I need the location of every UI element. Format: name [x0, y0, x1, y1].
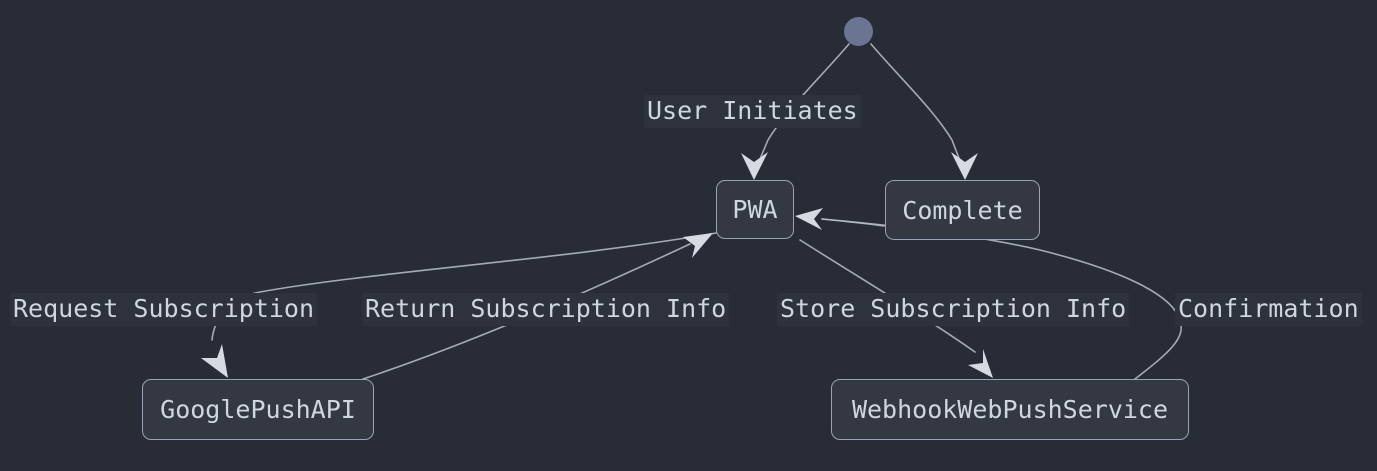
edge-start-to-complete [870, 43, 978, 180]
edge-label-confirmation: Confirmation [1175, 293, 1362, 326]
edge-label-return-subscription-info: Return Subscription Info [362, 293, 730, 326]
edge-path-complete-pwa [821, 218, 885, 227]
arrow-head-pwa-webhook [968, 349, 993, 378]
node-googlepushapi-label: GooglePushAPI [160, 395, 356, 424]
node-complete-label: Complete [902, 195, 1023, 225]
node-complete[interactable]: Complete [885, 180, 1040, 240]
node-webhook-label: WebhookWebPushService [851, 395, 1169, 424]
node-pwa[interactable]: PWA [716, 180, 794, 239]
start-node[interactable] [844, 17, 873, 46]
arrow-head-webhook-pwa [795, 208, 823, 230]
edge-label-request-subscription: Request Subscription [10, 293, 318, 326]
edge-label-store-subscription-info: Store Subscription Info [777, 293, 1130, 326]
node-webhook[interactable]: WebhookWebPushService [831, 379, 1189, 440]
arrow-head-start-pwa [741, 152, 768, 180]
node-pwa-label: PWA [732, 195, 778, 224]
arrow-head-googlepushapi-pwa [683, 233, 713, 258]
arrow-head-pwa-googlepushapi [201, 344, 228, 378]
node-googlepushapi[interactable]: GooglePushAPI [142, 379, 374, 440]
arrow-head-start-complete [951, 152, 978, 180]
edge-complete-to-pwa [821, 218, 885, 227]
edge-path-start-complete [870, 43, 963, 167]
edge-label-user-initiates: User Initiates [644, 95, 861, 128]
